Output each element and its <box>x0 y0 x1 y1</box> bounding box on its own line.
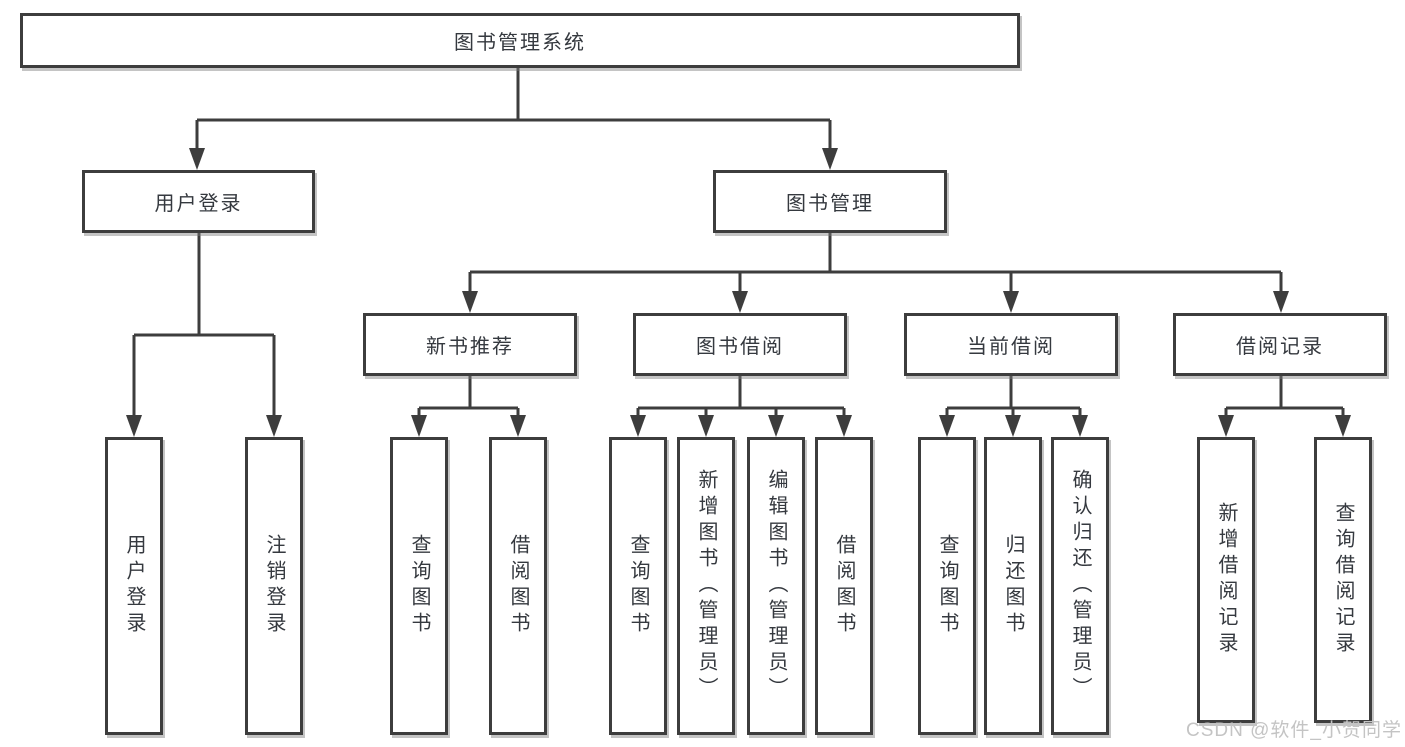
node-new-book-recommend: 新书推荐 <box>363 313 577 376</box>
leaf-user-login: 用户登录 <box>105 437 163 735</box>
leaf-add-borrow-record: 新增借阅记录 <box>1197 437 1255 723</box>
leaf-recommend-borrow-books: 借阅图书 <box>489 437 547 735</box>
node-book-borrow: 图书借阅 <box>633 313 847 376</box>
node-user-login: 用户登录 <box>82 170 315 233</box>
leaf-current-query-books: 查询图书 <box>918 437 976 735</box>
leaf-add-books-admin: 新增图书（管理员） <box>677 437 735 735</box>
leaf-confirm-return-admin: 确认归还（管理员） <box>1051 437 1109 735</box>
leaf-return-books: 归还图书 <box>984 437 1042 735</box>
leaf-logout: 注销登录 <box>245 437 303 735</box>
leaf-query-borrow-record: 查询借阅记录 <box>1314 437 1372 723</box>
leaf-recommend-query-books: 查询图书 <box>390 437 448 735</box>
leaf-borrow-books: 借阅图书 <box>815 437 873 735</box>
node-borrow-records: 借阅记录 <box>1173 313 1387 376</box>
node-library-system-root: 图书管理系统 <box>20 13 1020 68</box>
leaf-edit-books-admin: 编辑图书（管理员） <box>747 437 805 735</box>
arrowheads <box>126 148 1351 437</box>
node-book-management: 图书管理 <box>713 170 947 233</box>
node-current-borrow: 当前借阅 <box>904 313 1118 376</box>
leaf-borrow-query-books: 查询图书 <box>609 437 667 735</box>
csdn-watermark: CSDN @软件_小贺同学 <box>1186 720 1402 741</box>
